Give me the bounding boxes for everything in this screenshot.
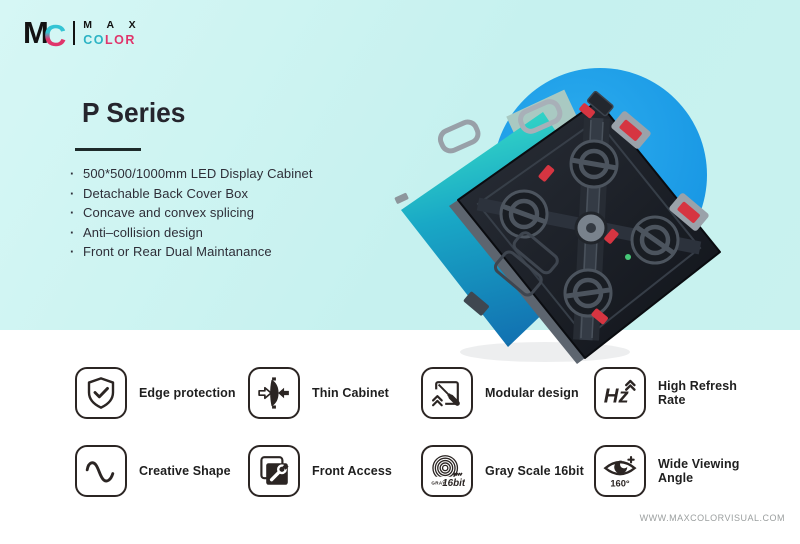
svg-text:160°: 160° <box>610 479 630 489</box>
page-title: P Series <box>82 97 186 128</box>
hz-icon: Hz <box>594 367 646 419</box>
brand-wordmark: M A X COLOR <box>83 19 141 47</box>
svg-text:16bit: 16bit <box>442 478 465 489</box>
svg-text:Hz: Hz <box>604 386 630 408</box>
wordmark-color-pink: LOR <box>104 32 136 47</box>
thin-panel-arrows-icon <box>248 367 300 419</box>
feature-label: Modular design <box>485 386 579 400</box>
eye-angle-icon: 160° <box>594 445 646 497</box>
feature-gray-scale: GRAY 16bit Gray Scale 16bit <box>421 445 594 497</box>
logo-divider <box>73 20 76 45</box>
feature-label: Front Access <box>312 464 392 478</box>
bullet-item: Concave and convex splicing <box>70 205 313 221</box>
feature-wide-viewing-angle: 160° Wide Viewing Angle <box>594 445 767 497</box>
monogram-c: C <box>43 18 67 53</box>
wordmark-max: M A X <box>83 18 142 31</box>
feature-edge-protection: Edge protection <box>75 367 248 419</box>
feature-bullet-list: 500*500/1000mm LED Display Cabinet Detac… <box>70 166 313 264</box>
website-url: WWW.MAXCOLORVISUAL.COM <box>639 513 785 523</box>
feature-label: Thin Cabinet <box>312 386 389 400</box>
bullet-item: Front or Rear Dual Maintanance <box>70 244 313 260</box>
hero-background <box>0 0 800 330</box>
wordmark-color: COLOR <box>83 33 141 47</box>
feature-label: Gray Scale 16bit <box>485 464 584 478</box>
feature-thin-cabinet: Thin Cabinet <box>248 367 421 419</box>
features-grid: Edge protection Thin Cabinet <box>75 367 767 497</box>
feature-label: Edge protection <box>139 386 236 400</box>
monogram-m: M <box>23 15 49 50</box>
shield-check-icon <box>75 367 127 419</box>
brand-logo: M C M A X COLOR <box>23 15 142 53</box>
wordmark-color-teal: CO <box>83 32 105 47</box>
feature-label: Creative Shape <box>139 464 231 478</box>
feature-front-access: Front Access <box>248 445 421 497</box>
feature-high-refresh-rate: Hz High Refresh Rate <box>594 367 767 419</box>
svg-text:GRAY: GRAY <box>431 480 445 485</box>
wrench-panel-icon <box>248 445 300 497</box>
grayscale-rings-icon: GRAY 16bit <box>421 445 473 497</box>
feature-creative-shape: Creative Shape <box>75 445 248 497</box>
feature-label: High Refresh Rate <box>658 379 737 407</box>
feature-modular-design: Modular design <box>421 367 594 419</box>
bullet-item: Detachable Back Cover Box <box>70 186 313 202</box>
bullet-item: 500*500/1000mm LED Display Cabinet <box>70 166 313 182</box>
bullet-item: Anti–collision design <box>70 225 313 241</box>
sine-wave-icon <box>75 445 127 497</box>
title-underline <box>75 148 141 151</box>
screwdriver-module-icon <box>421 367 473 419</box>
feature-label: Wide Viewing Angle <box>658 457 740 485</box>
brand-monogram: M C <box>23 15 67 53</box>
